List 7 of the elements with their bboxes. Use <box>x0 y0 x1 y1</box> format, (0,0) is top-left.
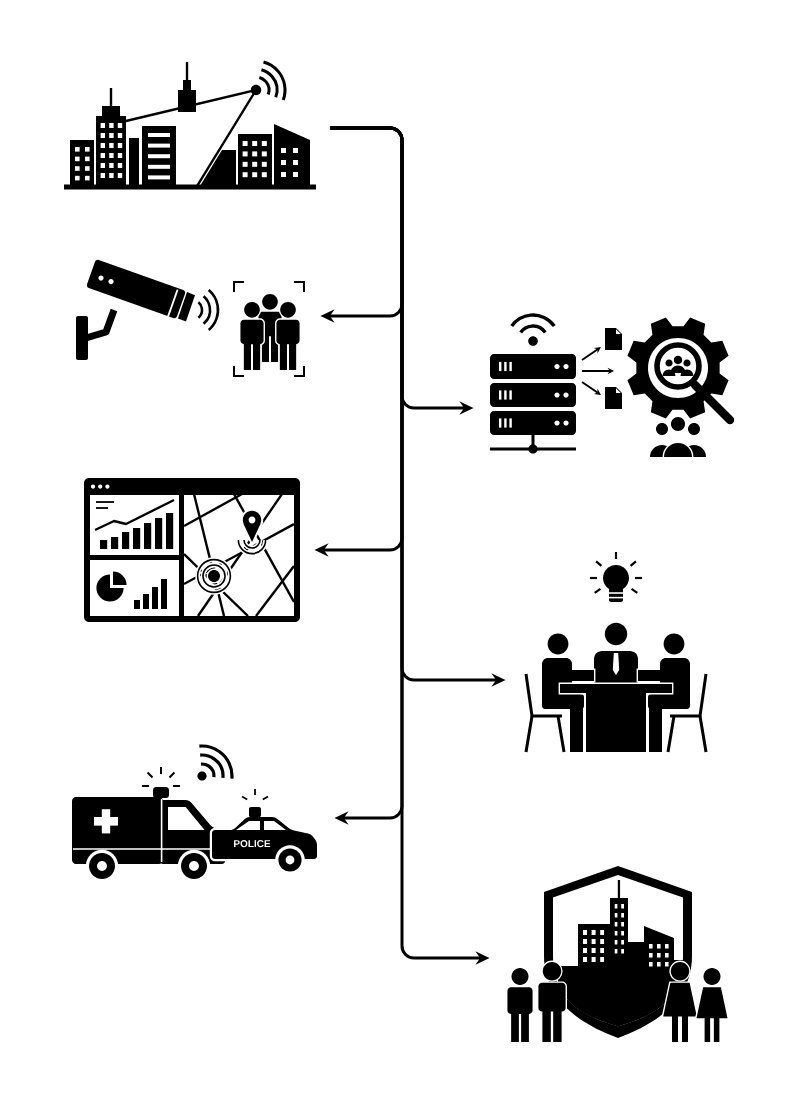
city-shield-icon <box>506 866 730 1044</box>
map-dashboard-icon <box>84 478 300 622</box>
server-gear-icon <box>490 313 735 459</box>
emergency-vehicles-icon <box>72 744 320 883</box>
city-antenna-icon <box>64 60 316 190</box>
team-meeting-icon <box>524 552 708 754</box>
security-camera-icon <box>76 259 305 377</box>
